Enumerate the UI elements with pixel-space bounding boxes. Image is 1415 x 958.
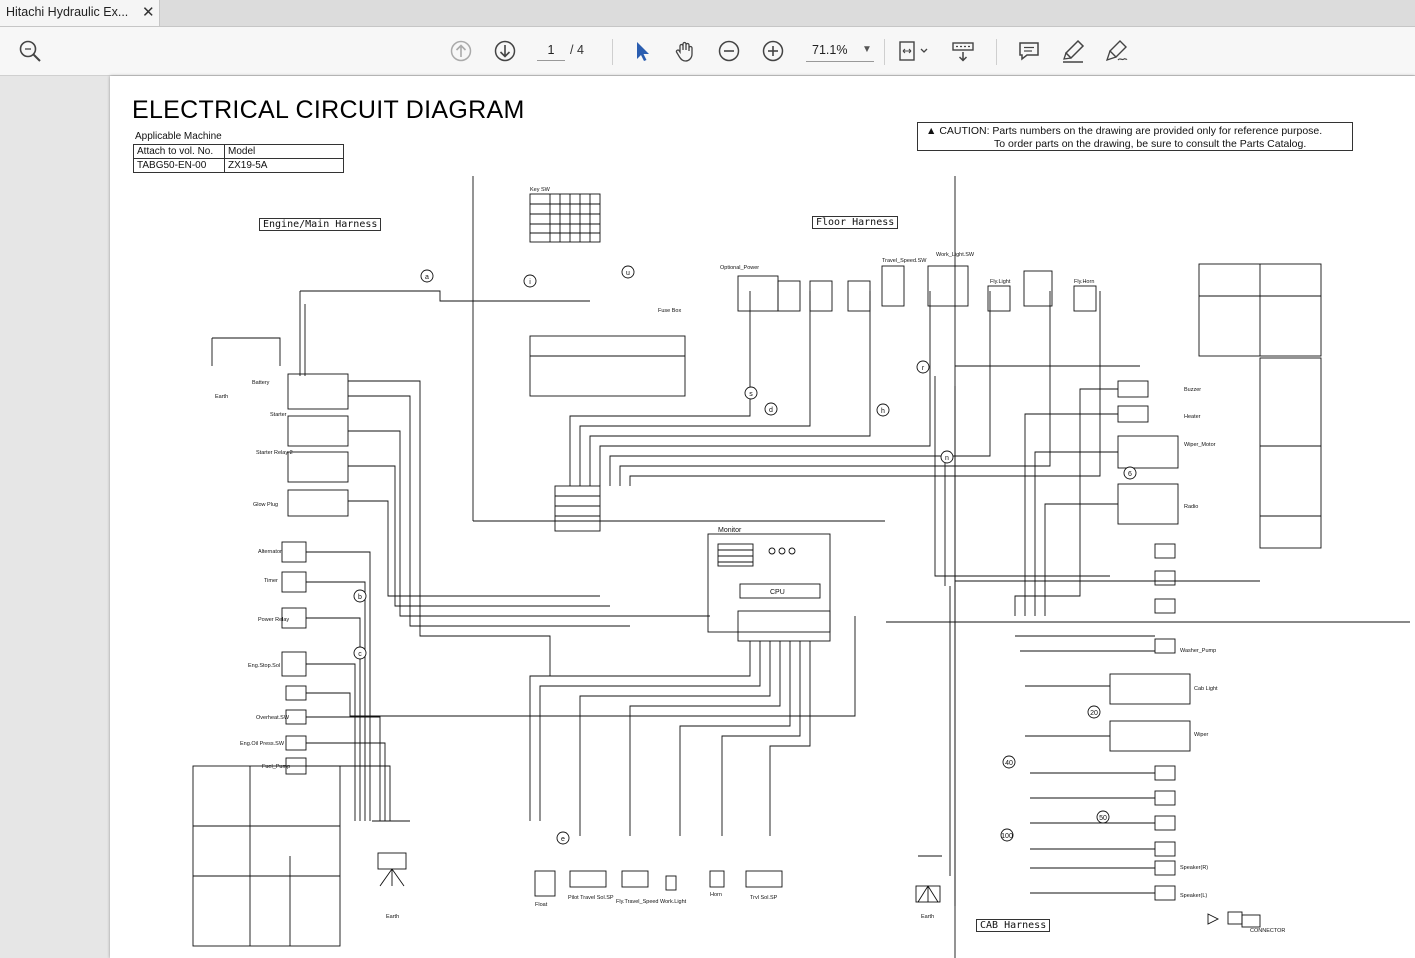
horn-label: Horn <box>710 892 722 898</box>
work-light-label: Work.Light <box>660 899 687 905</box>
callout-label: h <box>881 408 885 415</box>
callout-label: u <box>626 270 630 277</box>
page-number-input[interactable] <box>537 40 565 61</box>
search-icon[interactable] <box>17 38 43 64</box>
callout-label: a <box>425 274 429 281</box>
overheat-sw-label: Overheat.SW <box>256 715 290 721</box>
sign-icon[interactable] <box>1104 38 1130 64</box>
callout-label: 6 <box>1128 471 1132 478</box>
fuel-pump-label: Fuel_Pump <box>262 764 290 770</box>
timer-label: Timer <box>264 578 278 584</box>
tab-bar: Hitachi Hydraulic Ex... ✕ <box>0 0 1415 27</box>
wiper-motor-label: Wiper_Motor <box>1184 442 1216 448</box>
callout-label: c <box>358 651 362 658</box>
toolbar-divider <box>996 39 997 65</box>
callout-label: r <box>922 365 925 372</box>
page-up-icon[interactable] <box>448 38 474 64</box>
battery-label: Battery <box>252 380 270 386</box>
callout-label: n <box>945 455 949 462</box>
cab-light-label: Cab Light <box>1194 686 1218 692</box>
cab-harness-label: CAB Harness <box>976 919 1051 932</box>
callout-label: 50 <box>1099 815 1107 822</box>
toolbar-divider <box>884 39 885 65</box>
callout-label: e <box>561 836 565 843</box>
callout-label: 100 <box>1001 833 1013 840</box>
fly-travel-speed-label: Fly.Travel_Speed <box>616 899 659 905</box>
caution-line-1: Parts numbers on the drawing are provide… <box>992 125 1323 137</box>
travel-sol-sp-label: Trvl Sol.SP <box>750 895 778 901</box>
pilot-travel-sol-label: Pilot Travel Sol.SP <box>568 895 614 901</box>
highlight-icon[interactable] <box>1060 38 1086 64</box>
earth-right-label: Earth <box>921 914 934 920</box>
zoom-in-icon[interactable] <box>760 38 786 64</box>
float-label: Float <box>535 902 548 908</box>
callout-label: i <box>529 279 531 286</box>
fit-page-icon[interactable] <box>896 38 932 64</box>
work-light-sw-label: Work_Light.SW <box>936 252 975 258</box>
zoom-out-icon[interactable] <box>716 38 742 64</box>
tab-title: Hitachi Hydraulic Ex... <box>6 5 129 19</box>
callout-label: 40 <box>1005 760 1013 767</box>
starter-relay-label: Starter Relay 2 <box>256 450 293 456</box>
earth-left-label: Earth <box>215 394 228 400</box>
washer-pump-label: Washer_Pump <box>1180 648 1216 654</box>
connector-label: CONNECTOR <box>1250 928 1285 934</box>
circuit-diagram: a b c d e h i n r s u 6 20 40 50 100 Mon… <box>192 176 1410 958</box>
caution-line-2: To order parts on the drawing, be sure t… <box>994 138 1307 150</box>
earth-mid-label: Earth <box>386 914 399 920</box>
eng-stop-sol-label: Eng.Stop.Sol <box>248 663 280 669</box>
glow-plug-label: Glow Plug <box>253 502 278 508</box>
fly-horn-label: Fly.Horn <box>1074 279 1094 285</box>
comment-icon[interactable] <box>1016 38 1042 64</box>
zoom-value: 71.1% <box>812 43 848 57</box>
page-title: ELECTRICAL CIRCUIT DIAGRAM <box>132 96 525 124</box>
caution-box: ▲ CAUTION: Parts numbers on the drawing … <box>917 122 1353 151</box>
hand-tool-icon[interactable] <box>672 38 698 64</box>
speaker-l-label: Speaker(L) <box>1180 893 1207 899</box>
callout-label: d <box>769 407 773 414</box>
document-tab[interactable]: Hitachi Hydraulic Ex... ✕ <box>0 0 160 26</box>
travel-speed-sw-label: Travel_Speed.SW <box>882 258 927 264</box>
select-cursor-icon[interactable] <box>628 38 654 64</box>
fuse-box-label: Fuse Box <box>658 308 681 314</box>
page-down-icon[interactable] <box>492 38 518 64</box>
caution-prefix: CAUTION: <box>939 125 990 137</box>
chevron-down-icon: ▼ <box>862 44 872 55</box>
wiper-label: Wiper <box>1194 732 1209 738</box>
buzzer-label: Buzzer <box>1184 387 1201 393</box>
starter-label: Starter <box>270 412 287 418</box>
callout-label: b <box>358 594 362 601</box>
page-total: / 4 <box>570 43 584 57</box>
alternator-label: Alternator <box>258 549 282 555</box>
speaker-r-label: Speaker(R) <box>1180 865 1208 871</box>
pdf-page: ELECTRICAL CIRCUIT DIAGRAM Applicable Ma… <box>110 76 1415 958</box>
optional-power-label: Optional_Power <box>720 265 759 271</box>
monitor-label: Monitor <box>718 527 742 534</box>
eng-oil-press-sw-label: Eng.Oil Press.SW <box>240 741 285 747</box>
table-cell: ZX19-5A <box>224 158 344 173</box>
cpu-label: CPU <box>770 589 785 596</box>
callout-label: 20 <box>1090 710 1098 717</box>
floor-harness-label: Floor Harness <box>812 216 899 229</box>
fly-light-label: Fly.Light <box>990 279 1011 285</box>
radio-label: Radio <box>1184 504 1198 510</box>
read-mode-icon[interactable] <box>950 38 976 64</box>
zoom-select[interactable]: 71.1% ▼ <box>806 40 874 62</box>
engine-harness-label: Engine/Main Harness <box>259 218 382 231</box>
warning-icon: ▲ <box>926 125 937 137</box>
pdf-toolbar: / 4 71.1% ▼ <box>0 27 1415 76</box>
applicable-machine-label: Applicable Machine <box>135 131 222 142</box>
machine-table: Attach to vol. No. Model TABG50-EN-00 ZX… <box>133 144 344 173</box>
toolbar-divider <box>612 39 613 65</box>
callout-label: s <box>749 391 753 398</box>
power-relay-label: Power Relay <box>258 617 289 623</box>
key-sw-label: Key SW <box>530 187 551 193</box>
close-icon[interactable]: ✕ <box>142 4 155 21</box>
heater-label: Heater <box>1184 414 1201 420</box>
